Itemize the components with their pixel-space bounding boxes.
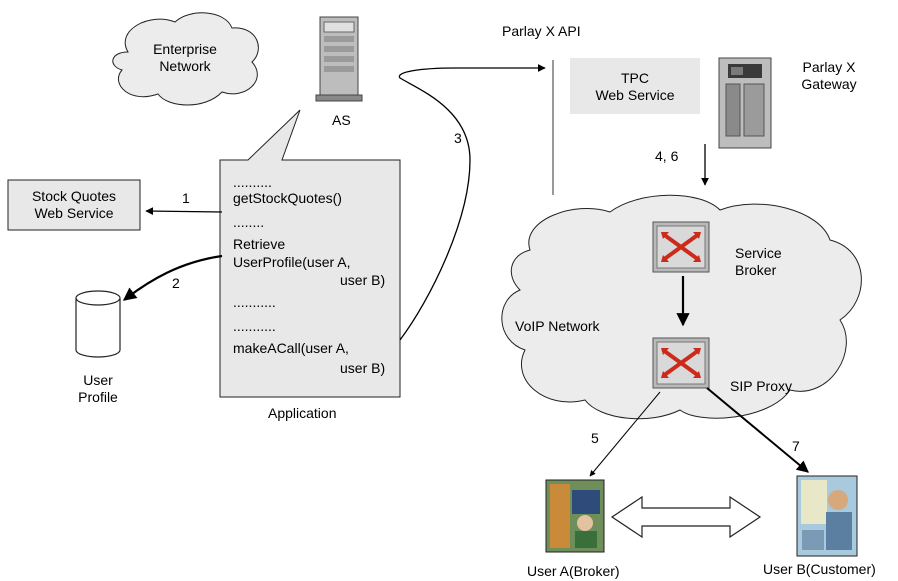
- code-line: UserProfile(user A,: [233, 254, 351, 270]
- step-5-label: 5: [591, 430, 599, 446]
- user-connection-double-arrow: [610, 495, 762, 539]
- application-label: Application: [268, 405, 337, 421]
- code-line: getStockQuotes(): [233, 190, 342, 206]
- arrow-step-7: [706, 387, 809, 473]
- parlay-gateway-server-icon: [718, 57, 772, 149]
- arrow-step-5: [589, 391, 661, 477]
- code-line: user B): [340, 360, 386, 376]
- user-a-label: User A(Broker): [527, 563, 620, 579]
- sip-proxy-router-icon: [651, 336, 711, 390]
- code-line: ........: [233, 214, 265, 230]
- sip-proxy-label: SIP Proxy: [730, 378, 792, 394]
- enterprise-network-label: Enterprise Network: [153, 41, 217, 74]
- user-b-label: User B(Customer): [763, 561, 876, 577]
- enterprise-network-cloud: [112, 12, 259, 106]
- user-a-broker-image: [545, 479, 605, 553]
- service-broker-label: Service Broker: [735, 245, 782, 278]
- stock-quotes-label: Stock Quotes Web Service: [31, 188, 117, 221]
- user-profile-database-icon: [75, 290, 121, 358]
- step-3-label: 3: [454, 130, 462, 146]
- parlay-gateway-label: Parlay X Gateway: [801, 59, 857, 92]
- tpc-web-service-label: TPC Web Service: [595, 70, 675, 103]
- arrow-step-2: [122, 254, 223, 301]
- stock-quotes-box: [7, 179, 141, 231]
- code-line: Retrieve: [233, 236, 286, 252]
- code-line: user B): [340, 272, 386, 288]
- step-4-6-label: 4, 6: [655, 148, 679, 164]
- arrow-step-1: [145, 207, 223, 215]
- code-line: ...........: [233, 294, 276, 310]
- code-line: makeACall(user A,: [233, 340, 349, 356]
- user-profile-label: User Profile: [78, 372, 118, 405]
- as-label: AS: [332, 112, 351, 128]
- application-box: [219, 109, 401, 398]
- step-1-label: 1: [182, 190, 190, 206]
- step-2-label: 2: [172, 275, 180, 291]
- step-7-label: 7: [792, 438, 800, 454]
- code-line: ..........: [233, 174, 272, 190]
- tpc-web-service-box: [570, 58, 700, 114]
- parlay-api-label: Parlay X API: [502, 23, 581, 39]
- voip-network-cloud: [501, 194, 862, 420]
- voip-network-label: VoIP Network: [515, 318, 600, 334]
- user-b-customer-image: [796, 475, 858, 557]
- code-line: ...........: [233, 318, 276, 334]
- as-server-icon: [315, 16, 363, 102]
- arrow-step-3: [398, 64, 546, 341]
- service-broker-router-icon: [651, 220, 711, 274]
